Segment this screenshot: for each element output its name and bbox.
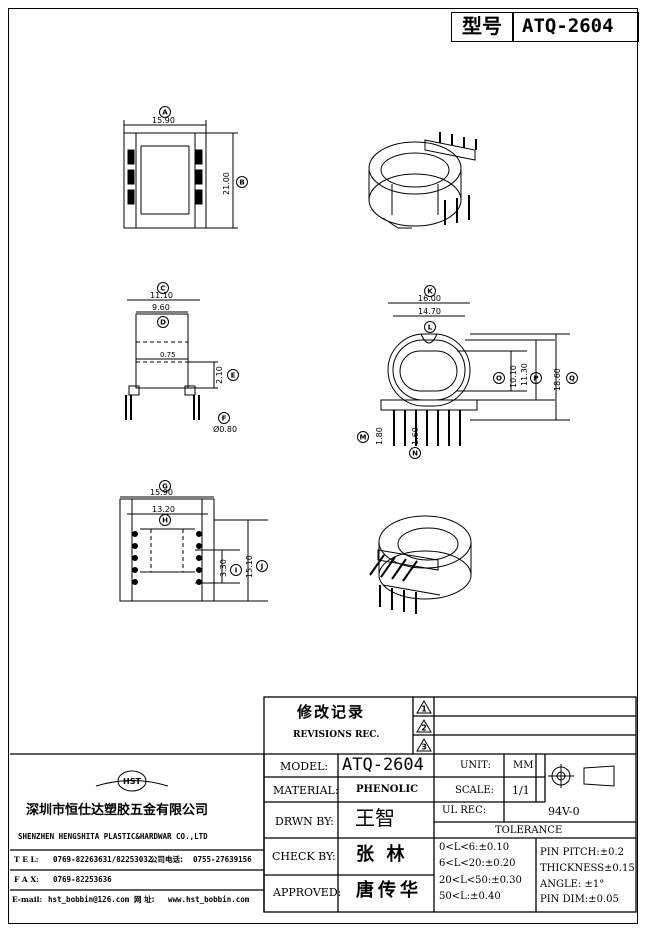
dim-f: Ø0.80 [213, 424, 237, 434]
check-value: 张 林 [356, 844, 405, 865]
top-view [380, 302, 570, 446]
model-header-label: 型号 [462, 14, 502, 38]
dim-o: 10.10 [509, 365, 518, 388]
callout-q: Q [569, 375, 575, 383]
model-header-divider [512, 12, 514, 42]
drawn-label: DRWN BY: [275, 815, 334, 828]
tolerance-2: 6<L<20:±0.20 [439, 858, 516, 869]
dim-q: 18.60 [553, 368, 562, 391]
web-label: 网 址: [134, 895, 155, 904]
model-label: MODEL: [280, 760, 329, 773]
side-view [125, 299, 218, 420]
callout-c: C [160, 285, 165, 293]
callout-p: P [533, 375, 538, 383]
dim-b: 21.00 [222, 172, 231, 195]
callout-k: K [427, 288, 433, 296]
dim-p: 11.30 [520, 363, 529, 386]
revision-mark-3: 3 [421, 743, 427, 752]
dim-c: 11.10 [150, 291, 173, 300]
fax-value: 0769-82253636 [53, 875, 112, 884]
revision-marks [416, 700, 432, 752]
dim-l: 14.70 [418, 307, 441, 316]
revisions-title-cn: 修改记录 [297, 703, 366, 721]
company-phone-label: 公司电话: [150, 855, 183, 864]
dim-h: 13.20 [152, 505, 175, 514]
bottom-view [119, 496, 268, 602]
front-view-1 [123, 120, 238, 229]
check-label: CHECK BY: [272, 850, 336, 863]
spec-2: THICKNESS±0.15 [540, 863, 635, 874]
model-value: ATQ-2604 [342, 755, 424, 775]
ul-label: UL REC: [442, 805, 487, 816]
approved-value: 唐传华 [356, 880, 422, 901]
dim-d: 9.60 [152, 303, 170, 312]
dim-n: 1.60 [411, 427, 420, 445]
callout-b: B [239, 179, 244, 187]
callout-m: M [360, 434, 367, 442]
logo-text: HST [123, 777, 141, 786]
callout-f: F [222, 415, 227, 423]
callout-letters: A B C D E F G H I J K L M N O P Q [160, 109, 575, 575]
tolerance-label: TOLERANCE [495, 825, 563, 836]
scale-label: SCALE: [455, 785, 495, 796]
callout-o: O [496, 375, 502, 383]
tolerance-3: 20<L<50:±0.30 [439, 875, 522, 886]
ul-value: 94V-0 [548, 805, 580, 818]
dim-i: 3.30 [219, 559, 228, 577]
dim-k: 16.00 [418, 294, 441, 303]
spec-1: PIN PITCH:±0.2 [540, 847, 624, 858]
model-header-box [451, 12, 639, 42]
revisions-title-en: REVISIONS REC. [293, 730, 380, 740]
callout-h: H [162, 517, 168, 525]
email-label: E-mail: [12, 895, 43, 904]
callout-l: L [428, 324, 433, 332]
approved-label: APPROVED: [273, 886, 342, 899]
revision-mark-1: 1 [421, 705, 427, 714]
company-name-en: SHENZHEN HENGSHITA PLASTIC&HARDWAR CO.,L… [18, 832, 208, 841]
revision-mark-2: 2 [421, 724, 427, 733]
projection-symbol [548, 764, 615, 788]
model-header-value: ATQ-2604 [522, 15, 614, 37]
callout-circles [157, 106, 578, 576]
tel-value: 0769-82263631/82253032 [53, 855, 153, 864]
tolerance-4: 50<L:±0.40 [439, 891, 501, 902]
scale-value: 1/1 [512, 784, 530, 797]
dim-j: 15.10 [245, 555, 254, 578]
unit-value: MM [513, 760, 534, 771]
title-block-lines [10, 696, 637, 913]
callout-a: A [162, 109, 168, 117]
dim-a: 15.90 [152, 116, 175, 125]
tel-label: T E L: [14, 855, 39, 864]
dimension-texts: 15.90 21.00 11.10 9.60 0.75 2.10 Ø0.80 1… [150, 116, 562, 578]
drawn-value: 王智 [355, 806, 395, 830]
company-phone-value: 0755-27639156 [193, 855, 252, 864]
callout-d: D [160, 319, 166, 327]
unit-label: UNIT: [460, 760, 491, 771]
dim-m: 1.80 [375, 427, 384, 445]
company-logo: HST [95, 770, 169, 792]
callout-g: G [162, 483, 168, 491]
material-value: PHENOLIC [356, 784, 419, 795]
dim-inner: 0.75 [160, 351, 176, 359]
callout-n: N [412, 450, 418, 458]
web-value: www.hst_bobbin.com [168, 895, 250, 904]
dim-e: 2.10 [215, 366, 224, 384]
fax-label: F A X: [14, 875, 39, 884]
spec-3: ANGLE: ±1° [540, 879, 605, 890]
sheet-border [8, 8, 638, 924]
callout-e: E [231, 372, 236, 380]
callout-i: I [235, 567, 238, 575]
isometric-view-1 [368, 132, 477, 229]
tolerance-1: 0<L<6:±0.10 [439, 842, 510, 853]
dim-g: 15.90 [150, 488, 173, 497]
email-value: hst_bobbin@126.com [48, 895, 130, 904]
material-label: MATERIAL: [273, 784, 339, 797]
isometric-view-2 [369, 515, 472, 614]
spec-4: PIN DIM:±0.05 [540, 894, 619, 905]
callout-j: J [260, 563, 264, 571]
company-name-cn: 深圳市恒仕达塑胶五金有限公司 [26, 803, 209, 818]
